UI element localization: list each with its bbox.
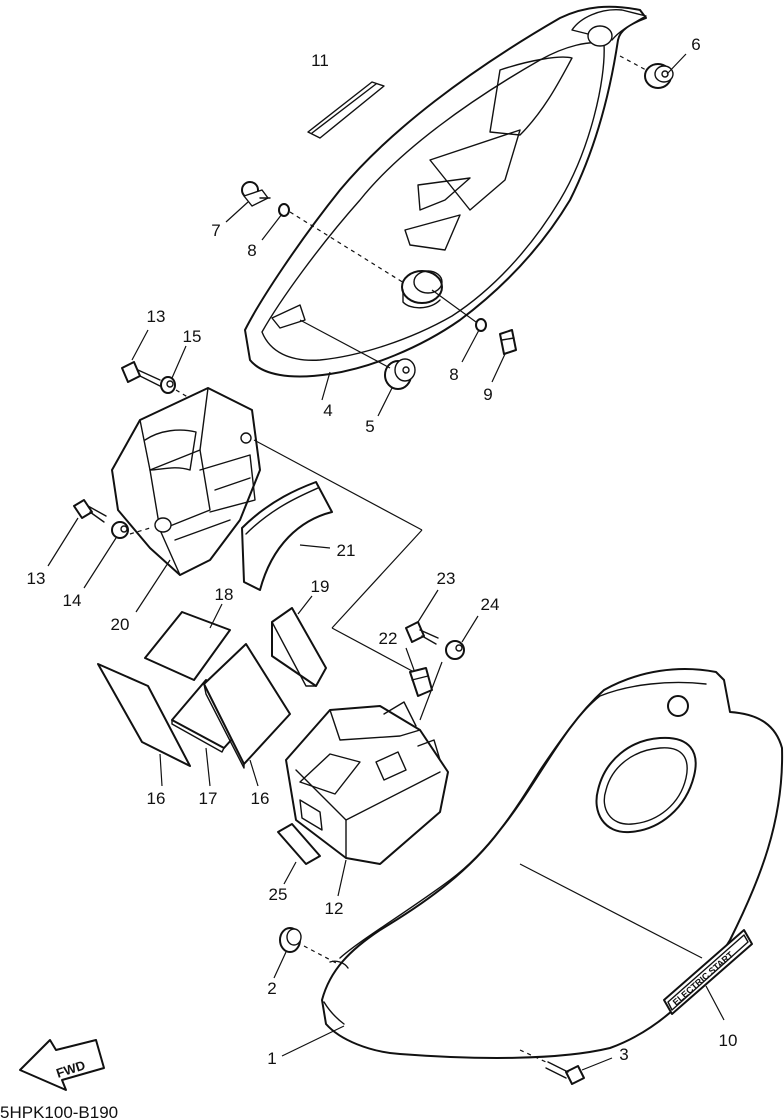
part-1-side-cover [281, 668, 784, 1059]
part-25-tag [277, 823, 321, 885]
callout-1: 1 [267, 1049, 276, 1068]
callout-7: 7 [211, 221, 220, 240]
part-12-case [285, 701, 449, 897]
callout-17: 17 [199, 789, 218, 808]
callout-8a: 8 [247, 241, 256, 260]
part-23-bolt [405, 589, 439, 645]
callout-22: 22 [379, 629, 398, 648]
part-21-pad [241, 481, 333, 591]
callout-20: 20 [111, 615, 130, 634]
callout-13a: 13 [147, 307, 166, 326]
callout-10: 10 [719, 1031, 738, 1050]
callout-5: 5 [365, 417, 374, 436]
part-2-grommet [273, 927, 302, 979]
part-6-grommet [644, 53, 687, 89]
part-14-collar [83, 521, 129, 589]
part-24-collar [445, 615, 479, 660]
callout-23: 23 [437, 569, 456, 588]
callout-6: 6 [691, 35, 700, 54]
part-11-strip [307, 81, 385, 139]
part-20-bracket [111, 387, 261, 613]
part-18-pad [144, 603, 231, 681]
part-16-pad-right [203, 643, 291, 787]
part-19-wedge [271, 595, 327, 687]
callout-25: 25 [269, 885, 288, 904]
diagram-code: 5HPK100-B190 [0, 1103, 118, 1120]
callout-14: 14 [63, 591, 82, 610]
callout-19: 19 [311, 577, 330, 596]
callout-9: 9 [483, 385, 492, 404]
callout-16b: 16 [251, 789, 270, 808]
part-4-upper-side-cover [244, 5, 647, 378]
part-8-washer-lower [461, 318, 487, 363]
callout-18: 18 [215, 585, 234, 604]
callout-8b: 8 [449, 365, 458, 384]
callout-24: 24 [481, 595, 500, 614]
fwd-arrow: FWD [19, 1039, 105, 1091]
part-16-pad-left [97, 663, 191, 787]
part-3-bolt [545, 1057, 613, 1085]
callout-13b: 13 [27, 569, 46, 588]
callout-12: 12 [325, 899, 344, 918]
part-15-washer [160, 345, 187, 394]
part-13-bolt-upper [121, 329, 161, 387]
callout-3: 3 [619, 1045, 628, 1064]
callout-15: 15 [183, 327, 202, 346]
part-22-clip [405, 647, 433, 697]
callout-4: 4 [323, 401, 332, 420]
part-8-washer-upper [261, 203, 290, 241]
part-9-clip-nut [491, 329, 517, 383]
part-13-bolt-lower [47, 499, 107, 567]
callout-2: 2 [267, 979, 276, 998]
part-7-quick-fastener [225, 181, 271, 223]
callout-21: 21 [337, 541, 356, 560]
callout-11: 11 [311, 51, 329, 70]
part-5-grommet [377, 358, 416, 417]
callout-16a: 16 [147, 789, 166, 808]
